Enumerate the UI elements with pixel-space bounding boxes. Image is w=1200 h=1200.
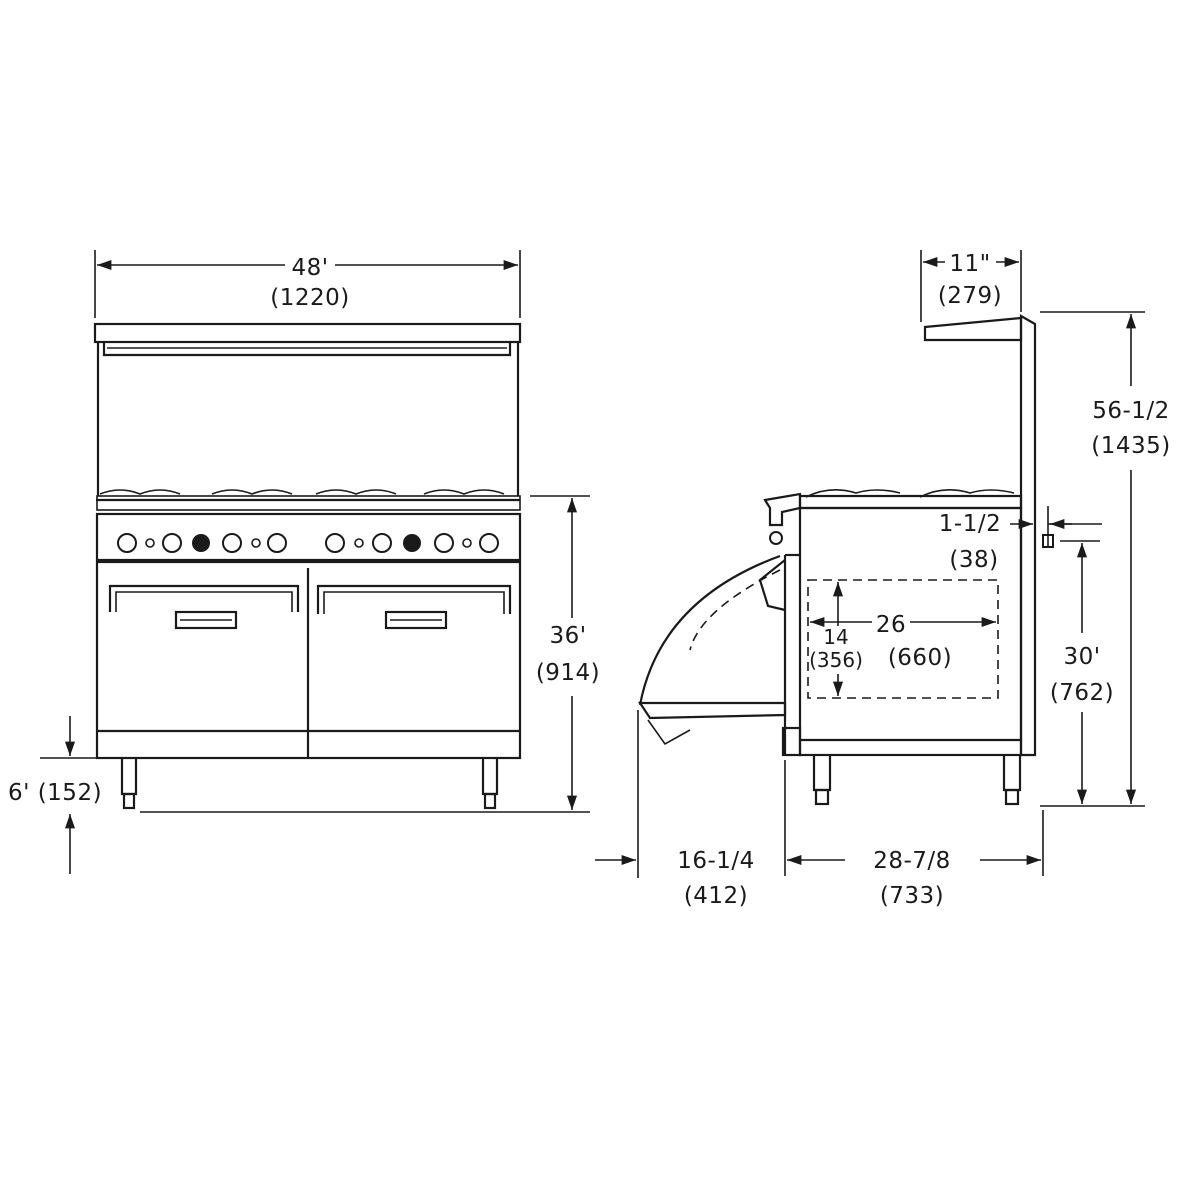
front-height-inches: 36' <box>549 623 586 649</box>
front-height-mm: (914) <box>536 660 600 686</box>
side-rear-offset-inches: 1-1/2 <box>939 511 1001 537</box>
side-overall-height-mm: (1435) <box>1091 433 1170 459</box>
side-oven-depth-mm: (660) <box>888 645 952 671</box>
side-depth-mm: (733) <box>880 883 944 909</box>
front-width-inches: 48' <box>291 255 328 281</box>
front-view: 48' (1220) 36' (914) 6' (152) <box>8 250 600 874</box>
side-door-swing-mm: (412) <box>684 883 748 909</box>
side-door-swing-inches: 16-1/4 <box>677 848 755 874</box>
side-view: 11" (279) 56-1/2 (1435) 1-1/2 (38) 30' (… <box>595 250 1170 909</box>
front-leg-height: 6' (152) <box>8 780 102 806</box>
side-backsplash-mm: (279) <box>938 283 1002 309</box>
side-oven-depth-inches: 26 <box>876 612 906 638</box>
side-backsplash-inches: 11" <box>949 251 990 277</box>
side-overall-height-inches: 56-1/2 <box>1092 398 1170 424</box>
side-rear-offset-mm: (38) <box>949 547 998 573</box>
side-depth-inches: 28-7/8 <box>873 848 951 874</box>
side-oven-height-mm: (356) <box>809 648 863 672</box>
side-work-height-inches: 30' <box>1063 644 1100 670</box>
control-knobs <box>117 533 499 553</box>
front-width-mm: (1220) <box>270 285 349 311</box>
side-oven-height-inches: 14 <box>823 625 848 649</box>
side-work-height-mm: (762) <box>1050 680 1114 706</box>
